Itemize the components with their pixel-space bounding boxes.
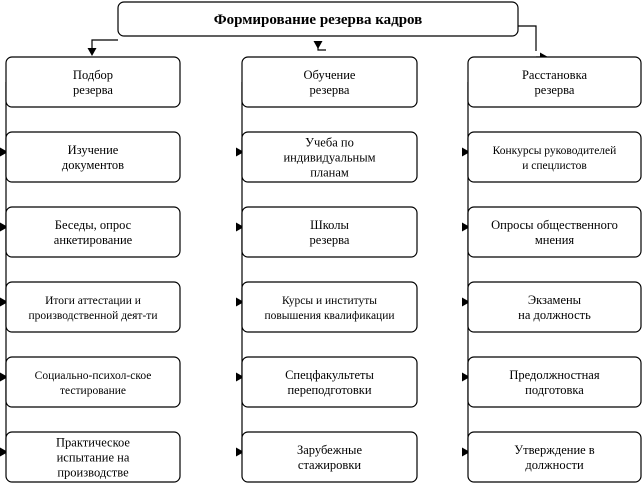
title-box-frame: [117, 1, 519, 37]
column-head-text-line: резерва: [73, 83, 113, 97]
item-frame: [5, 131, 181, 183]
column-head-text-line: Расстановка: [522, 68, 587, 82]
column-1-item-4: Социально-психол-ское тестирование: [5, 356, 181, 408]
arrow-head: [236, 447, 244, 457]
title-text: Формирование резерва кадров: [214, 12, 423, 28]
item-text-line: повышения квалификации: [264, 310, 394, 322]
item-frame: [5, 281, 181, 333]
arrow-head: [87, 48, 97, 56]
item-text-line: производственной деят-ти: [29, 310, 158, 322]
item-frame: [241, 131, 418, 183]
item-frame: [5, 356, 181, 408]
item-text-line: стажировки: [298, 458, 362, 472]
column-head-frame: [241, 56, 418, 108]
item-text-line: Итоги аттестации и: [45, 295, 141, 307]
column-head-text-line: Подбор: [73, 68, 113, 82]
item-frame: [467, 281, 642, 333]
arrow-head: [462, 447, 470, 457]
item-text-line: подготовка: [525, 383, 584, 397]
item-text-line: Зарубежные: [297, 443, 362, 457]
item-text-line: испытание на: [57, 451, 130, 465]
item-text-line: анкетирование: [54, 233, 133, 247]
item-text-line: Практическое: [56, 436, 130, 450]
arrow-head: [236, 372, 244, 382]
item-text-line: Курсы и институты: [282, 295, 377, 307]
column-head-frame: [467, 56, 642, 108]
title-box: Формирование резерва кадров: [117, 1, 519, 37]
item-text-line: на должность: [518, 308, 591, 322]
item-frame: [5, 206, 181, 258]
item-text-line: Спецфакультеты: [285, 368, 374, 382]
column-head-frame: [5, 56, 181, 108]
item-frame: [467, 431, 642, 483]
arrow-head: [462, 297, 470, 307]
item-frame: [467, 131, 642, 183]
item-text-line: индивидуальным: [283, 151, 375, 165]
item-text-line: документов: [62, 158, 124, 172]
arrow-head: [313, 41, 323, 49]
item-text-line: должности: [525, 458, 584, 472]
item-frame: [241, 431, 418, 483]
item-frame: [241, 356, 418, 408]
item-text-line: Школы: [310, 218, 349, 232]
item-text-line: производстве: [57, 466, 129, 480]
item-text-line: планам: [310, 166, 349, 180]
title-to-head-3: [518, 25, 537, 51]
item-frame: [241, 281, 418, 333]
item-text-line: и спецлистов: [522, 160, 587, 172]
column-1-item-3: Итоги аттестации и производственной деят-…: [5, 281, 181, 333]
item-frame: [467, 206, 642, 258]
column-head-text-line: резерва: [310, 83, 350, 97]
arrow-head: [0, 147, 8, 157]
item-frame: [467, 356, 642, 408]
item-text-line: Предолжностная: [509, 368, 599, 382]
item-text-line: Утверждение в: [514, 443, 595, 457]
arrow-head: [462, 372, 470, 382]
item-text-line: Конкурсы руководителей: [493, 145, 617, 157]
arrow-head: [462, 222, 470, 232]
arrow-head: [0, 222, 8, 232]
column-head-text-line: Обучение: [304, 68, 356, 82]
arrow-head: [0, 372, 8, 382]
arrow-head: [462, 147, 470, 157]
arrow-head: [0, 447, 8, 457]
column-2-item-3: Курсы и институты повышения квалификации: [241, 281, 418, 333]
item-text-line: мнения: [535, 233, 575, 247]
title-to-head-1: [91, 39, 118, 51]
arrow-head: [236, 297, 244, 307]
arrow-head: [236, 222, 244, 232]
arrow-head: [236, 147, 244, 157]
item-text-line: Опросы общественного: [491, 218, 618, 232]
item-text-line: переподготовки: [287, 383, 371, 397]
item-text-line: Беседы, опрос: [55, 218, 132, 232]
item-frame: [241, 206, 418, 258]
item-text-line: Социально-психол-ское: [35, 370, 152, 382]
arrow-head: [0, 297, 8, 307]
item-frame: [5, 431, 181, 483]
item-text-line: резерва: [310, 233, 350, 247]
item-text-line: тестирование: [60, 385, 126, 397]
item-text-line: Учеба по: [305, 136, 354, 150]
column-head-text-line: резерва: [535, 83, 575, 97]
item-text-line: Изучение: [68, 143, 119, 157]
item-text-line: Экзамены: [528, 293, 582, 307]
column-3-item-1: Конкурсы руководителей и спецлистов: [467, 131, 642, 183]
